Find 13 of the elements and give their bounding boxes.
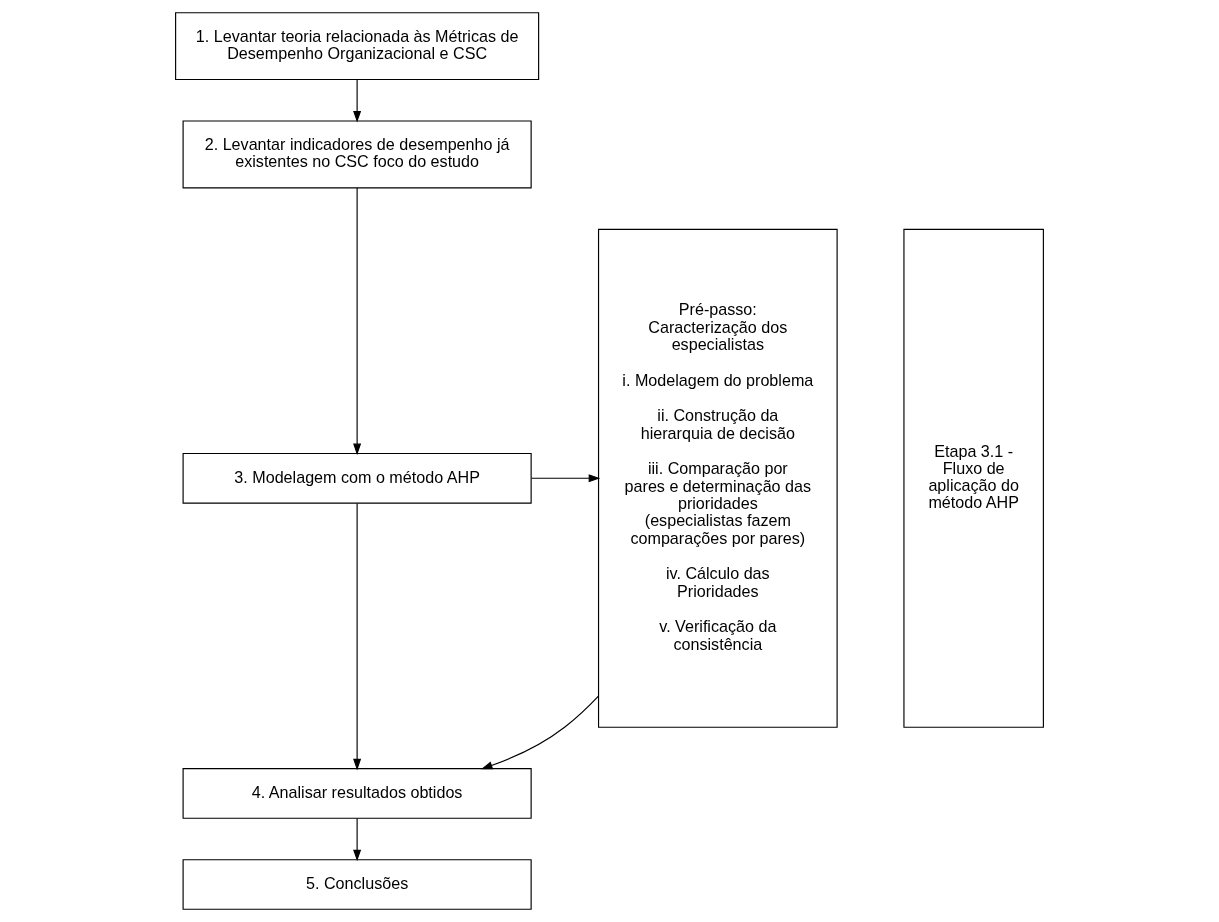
node-box: 5. Conclusões: [182, 859, 532, 910]
arrow: [530, 474, 601, 483]
node-box: 4. Analisar resultados obtidos: [182, 768, 532, 819]
arrow: [481, 695, 599, 770]
arrow: [353, 187, 362, 456]
node-box: 2. Levantar indicadores de desempenho já existentes no CSC foco do estudo: [182, 120, 532, 189]
arrow: [353, 79, 362, 123]
node-box: Pré-passo: Caracterização dos especialistas i. Modelagem do problema ii. Construção da hierarquia de decisão iii. Comparação por pares e determinação das prioridades (especialistas fazem comparações por pares) iv. Cálculo das Prioridades v. Verificação da consistência: [597, 228, 838, 728]
node-box: 3. Modelagem com o método AHP: [182, 452, 532, 504]
node-box: Etapa 3.1 - Fluxo de aplicação do método AHP: [903, 228, 1044, 728]
node-box: 1. Levantar teoria relacionada às Métricas de Desempenho Organizacional e CSC: [175, 12, 540, 81]
arrow: [353, 502, 362, 771]
arrow: [353, 817, 362, 862]
